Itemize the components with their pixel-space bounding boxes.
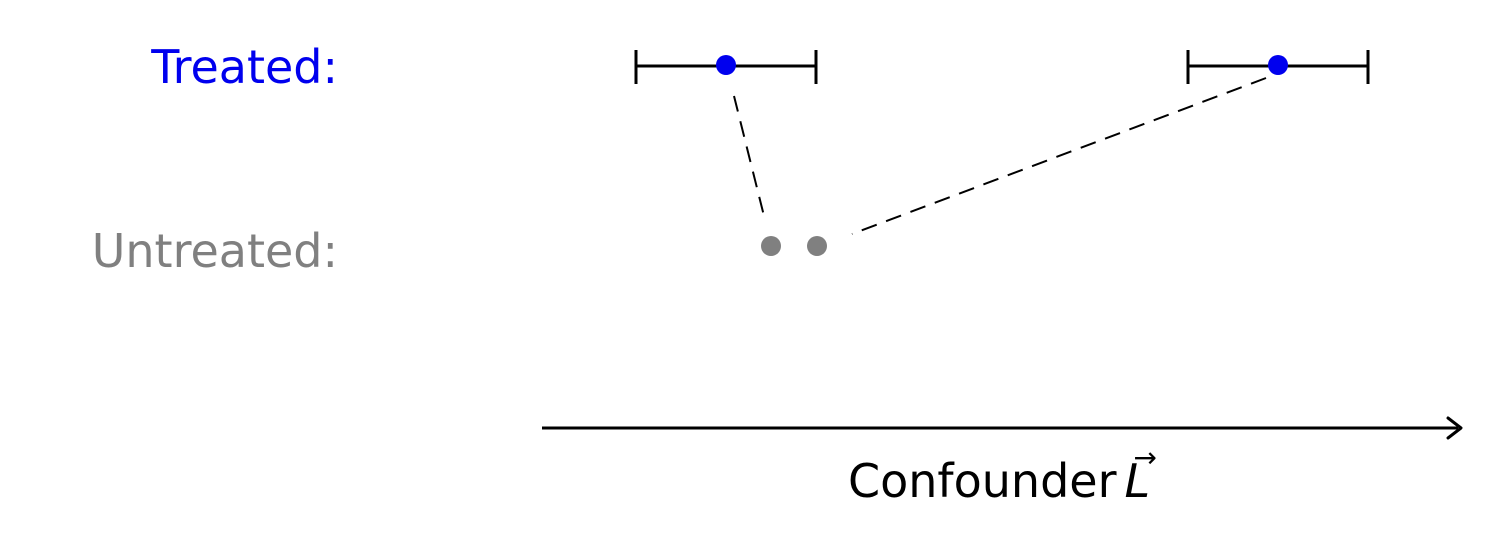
untreated-row-label: Untreated:	[91, 224, 338, 278]
axis-arrowhead	[1446, 416, 1463, 440]
axis-variable-letter: L	[1124, 454, 1151, 508]
treated-point-right	[1268, 55, 1288, 75]
untreated-point-2	[807, 236, 827, 256]
axis-label-text: Confounder	[848, 454, 1117, 508]
treated-point-left	[716, 55, 736, 75]
match-line-left	[733, 95, 765, 217]
match-line-right	[851, 77, 1267, 235]
untreated-point-1	[761, 236, 781, 256]
treated-row-label: Treated:	[151, 40, 338, 94]
axis-variable: L→	[1124, 444, 1156, 505]
vector-arrow-icon: →	[1133, 441, 1157, 474]
